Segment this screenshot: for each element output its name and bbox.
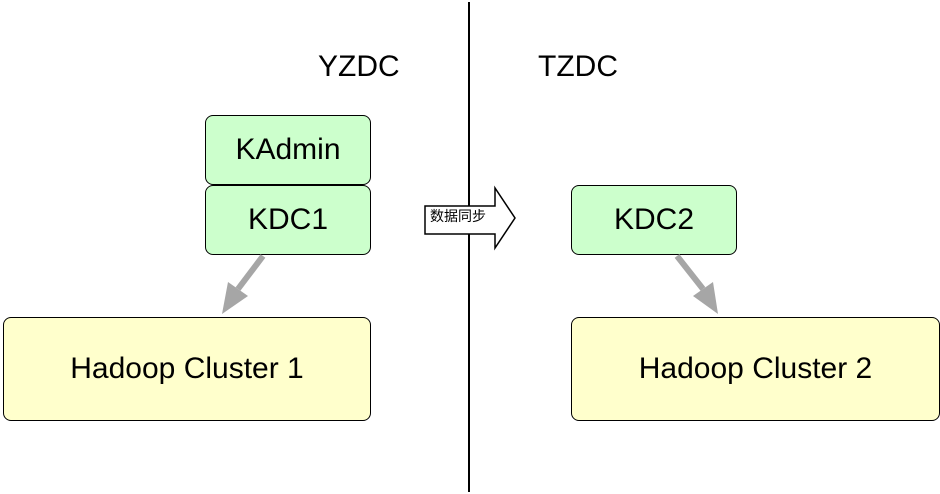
hadoop-cluster-1-box: Hadoop Cluster 1 xyxy=(3,317,371,421)
kdc2-to-cluster2-arrow-shaft xyxy=(674,254,706,291)
sync-arrow-label: 数据同步 xyxy=(430,209,486,225)
kdc2-box: KDC2 xyxy=(571,185,737,255)
kdc1-label: KDC1 xyxy=(247,203,329,236)
kadmin-label: KAdmin xyxy=(235,133,341,166)
kdc1-to-cluster1-arrow-shaft xyxy=(235,254,266,291)
kdc1-box: KDC1 xyxy=(205,185,371,255)
kdc2-to-cluster2-arrow-head xyxy=(693,282,718,314)
kdc1-to-cluster1-arrow-head xyxy=(222,282,248,314)
sync-block-arrow xyxy=(424,185,516,251)
kadmin-box: KAdmin xyxy=(205,115,371,185)
hadoop-cluster-1-label: Hadoop Cluster 1 xyxy=(70,352,304,385)
hadoop-cluster-2-box: Hadoop Cluster 2 xyxy=(571,317,940,421)
yzdc-zone-label: YZDC xyxy=(318,50,400,83)
hadoop-cluster-2-label: Hadoop Cluster 2 xyxy=(638,352,873,385)
tzdc-zone-label: TZDC xyxy=(538,50,618,83)
kdc2-label: KDC2 xyxy=(613,203,695,236)
datacenter-divider-line xyxy=(468,2,470,492)
